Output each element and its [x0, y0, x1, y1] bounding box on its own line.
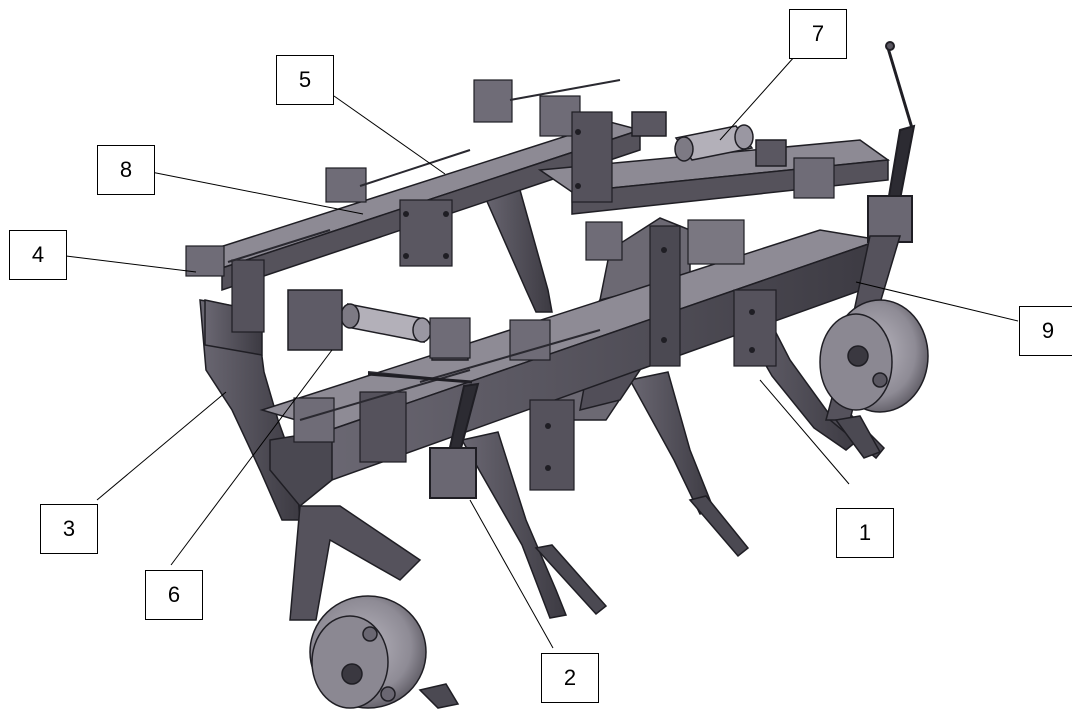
leader-3 — [96, 391, 227, 501]
bolts — [403, 129, 755, 471]
leader-8 — [140, 169, 364, 215]
tine-front-middle — [628, 371, 750, 558]
leader-7 — [719, 55, 796, 141]
leader-9 — [855, 281, 1019, 322]
callout-6: 6 — [145, 570, 203, 620]
hydraulic-cylinder-rear — [631, 111, 787, 167]
callout-8: 8 — [97, 145, 155, 195]
leader-5 — [333, 95, 446, 175]
tine-rear-center — [480, 189, 553, 313]
callout-5: 5 — [276, 55, 334, 105]
leader-6 — [170, 349, 333, 566]
callout-4: 4 — [9, 230, 67, 280]
leader-2 — [469, 499, 554, 649]
callout-1: 1 — [836, 508, 894, 558]
callout-9: 9 — [1019, 306, 1072, 356]
adjust-screw-left — [367, 372, 480, 499]
tine-center-front — [460, 431, 608, 619]
gauge-wheel-left — [289, 505, 460, 709]
leader-4 — [65, 255, 197, 273]
callout-2: 2 — [541, 653, 599, 703]
callout-7: 7 — [789, 9, 847, 59]
gauge-wheel-right — [819, 235, 929, 459]
leader-lines — [65, 55, 1019, 649]
adjust-screw-right — [867, 41, 916, 243]
leader-1 — [759, 379, 850, 485]
callout-3: 3 — [40, 504, 98, 554]
